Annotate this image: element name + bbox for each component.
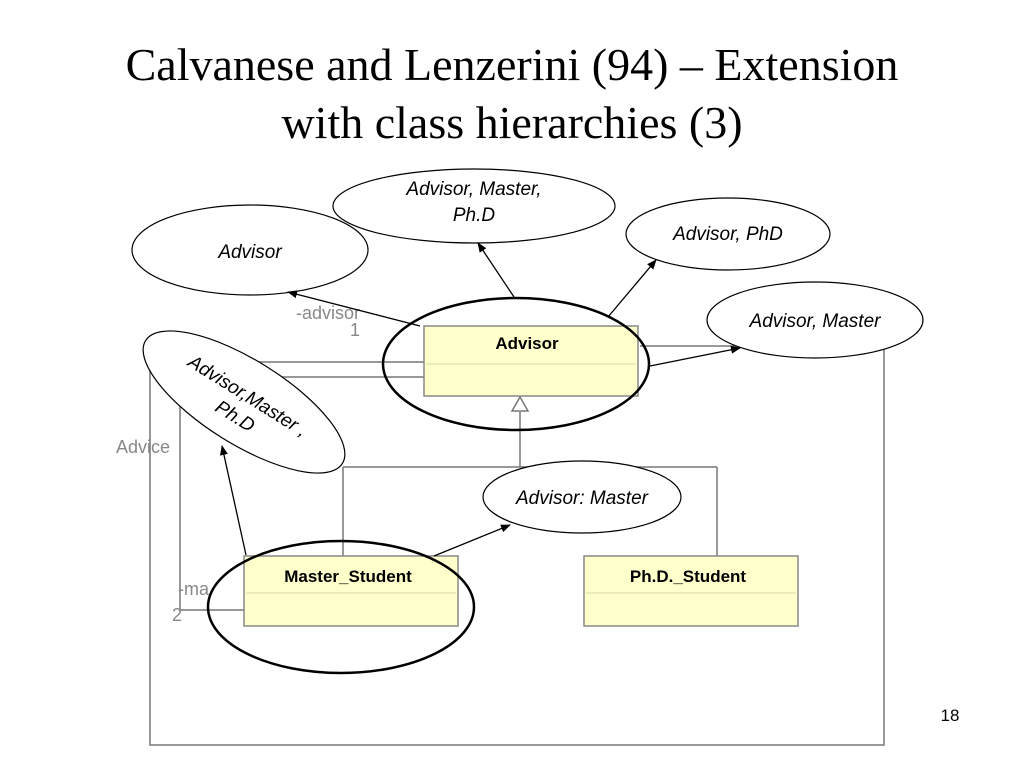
class-advisor-box [423, 325, 639, 397]
slide-title-line-1: Calvanese and Lenzerini (94) – Extension [125, 39, 899, 90]
annotation-advisor-phd: Advisor, PhD [625, 197, 831, 271]
annotation-advisor-master-phd-line1: Advisor, Master, [405, 179, 541, 200]
class-advisor: Advisor [423, 325, 639, 397]
highlight-ellipse-master-student [206, 539, 476, 675]
class-phd-student-name: Ph.D._Student [630, 567, 747, 586]
page-number: 18 [940, 706, 960, 725]
annotation-rotated-ellipse [142, 330, 346, 474]
slide-title-line-2: with class hierarchies (3) [281, 97, 743, 148]
annotation-arrows [220, 242, 741, 557]
generalization-triangle [510, 395, 530, 412]
annotation-advisor-master-text: Advisor, Master [749, 311, 882, 332]
class-advisor-name: Advisor [495, 334, 559, 353]
annotation-advisor-text: Advisor [217, 242, 282, 263]
annotation-advisor-master-ellipse [706, 281, 924, 359]
role-ma-multiplicity: 2 [172, 605, 182, 625]
annotation-advisor-colon-master-text: Advisor: Master [515, 488, 649, 509]
arrow-to-advisor-colon-master [433, 524, 511, 557]
annotation-advisor-master-phd-line2: Ph.D [453, 205, 496, 226]
annotation-advisor-master-phd-ellipse [332, 168, 616, 244]
role-advisor-multiplicity: 1 [350, 320, 360, 340]
class-phd-student-box [583, 555, 799, 627]
annotation-advisor-colon-master: Advisor: Master [482, 460, 682, 534]
class-master-student: Master_Student [243, 555, 459, 627]
annotation-advisor-ellipse [131, 204, 369, 296]
annotation-advisor-phd-text: Advisor, PhD [672, 224, 783, 245]
class-master-student-name: Master_Student [284, 567, 412, 586]
association-name-label: Advice [116, 437, 170, 457]
annotation-advisor-master-phd-rotated: Advisor,Master , Ph.D [142, 330, 346, 474]
highlight-ellipse-advisor [381, 296, 651, 432]
annotation-advisor-master-phd: Advisor, Master, Ph.D [332, 168, 616, 244]
arrow-to-advisor [287, 290, 421, 327]
annotation-advisor-phd-ellipse [625, 197, 831, 271]
class-phd-student: Ph.D._Student [583, 555, 799, 627]
arrow-to-advisor-master [649, 345, 741, 367]
annotation-advisor-colon-master-ellipse [482, 460, 682, 534]
role-advisor-label: -advisor [296, 303, 360, 323]
class-master-student-box [243, 555, 459, 627]
slide-title: Calvanese and Lenzerini (94) – Extension… [0, 36, 1024, 152]
arrow-to-advisor-master-phd [477, 242, 515, 298]
arrow-to-rotated-annotation [220, 445, 247, 556]
annotation-advisor: Advisor [131, 204, 369, 296]
role-ma-label: -ma [178, 579, 210, 599]
arrow-to-advisor-phd [607, 259, 657, 318]
annotation-advisor-master: Advisor, Master [706, 281, 924, 359]
